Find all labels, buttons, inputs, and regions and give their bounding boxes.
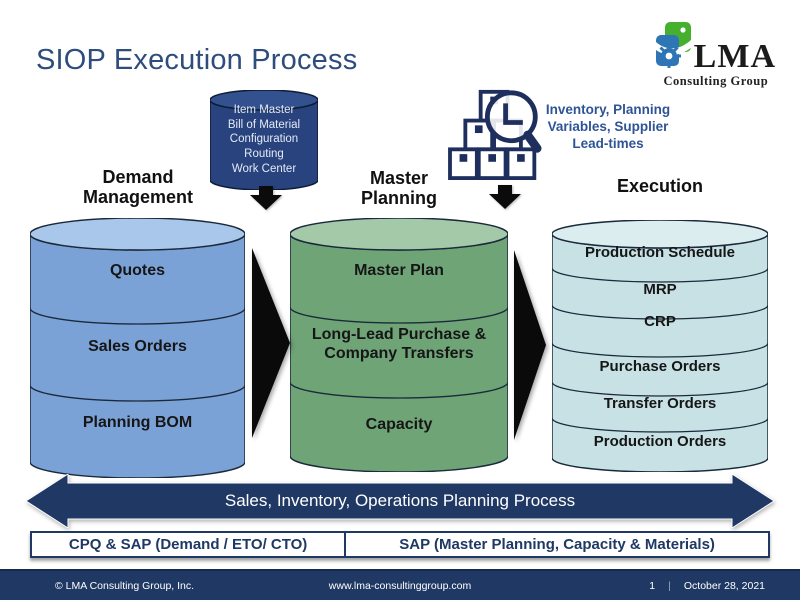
process-arrow-banner: Sales, Inventory, Operations Planning Pr… <box>25 473 775 529</box>
lma-subtitle: Consulting Group <box>663 74 769 88</box>
cylinder-section-label: Purchase Orders <box>599 358 721 375</box>
cylinder-section-label: Sales Orders <box>88 338 187 355</box>
cylinder-execution: Production Schedule MRP CRP Purchase Ord… <box>552 220 768 472</box>
footer-url: www.lma-consultinggroup.com <box>328 579 472 592</box>
lma-logo-icon <box>655 22 692 73</box>
cylinder-section-label: Production Schedule <box>584 244 735 261</box>
lma-logo: LMA Consulting Group <box>655 22 776 89</box>
item-master-cylinder: Item Master Bill of Material Configurati… <box>209 89 319 191</box>
footer-copyright: © LMA Consulting Group, Inc. <box>55 579 195 592</box>
cylinder-section-label: Quotes <box>109 262 166 279</box>
cylinder-section-label: Master Plan <box>354 262 444 279</box>
down-arrow-inventory <box>489 185 521 209</box>
footer-date: October 28, 2021 <box>683 579 765 592</box>
flow-arrow-master-to-execution <box>514 250 546 440</box>
page-title: SIOP Execution Process <box>36 44 358 76</box>
system-boxes-row: CPQ & SAP (Demand / ETO/ CTO) SAP (Maste… <box>30 531 770 558</box>
process-arrow-label: Sales, Inventory, Operations Planning Pr… <box>224 491 576 510</box>
item-master-line: Bill of Material <box>227 118 301 131</box>
column-header-demand-management: Demand Management <box>82 167 194 208</box>
column-header-execution: Execution <box>616 176 704 196</box>
footer-separator: | <box>668 579 671 592</box>
cylinder-section-label: Production Orders <box>593 433 727 450</box>
flow-arrow-demand-to-master <box>252 248 290 438</box>
item-master-line: Configuration <box>229 133 299 146</box>
column-header-master-planning: Master Planning <box>361 168 437 209</box>
lma-wordmark: LMA <box>693 37 776 75</box>
cylinder-master-planning: Master Plan Long-Lead Purchase & Company… <box>290 218 508 472</box>
cylinder-section-label: Transfer Orders <box>603 395 717 412</box>
cylinder-section-label: CRP <box>644 313 676 330</box>
down-arrow-item-master <box>250 186 282 210</box>
footer-bar: © LMA Consulting Group, Inc. www.lma-con… <box>0 569 800 600</box>
inventory-note: Inventory, Planning Variables, Supplier … <box>545 102 671 151</box>
inventory-magnifier-boxes-icon <box>448 88 544 180</box>
footer-page-number: 1 <box>649 579 656 592</box>
cylinder-section-label: Long-Lead Purchase & Company Transfers <box>311 326 487 362</box>
cylinder-section-label: Planning BOM <box>82 414 193 431</box>
cylinder-demand-management: Quotes Sales Orders Planning BOM <box>30 218 245 478</box>
system-box-cpq-sap: CPQ & SAP (Demand / ETO/ CTO) <box>30 531 346 558</box>
cylinder-section-label: Capacity <box>365 416 433 433</box>
item-master-line: Work Center <box>231 162 297 175</box>
cylinder-section-label: MRP <box>643 281 677 298</box>
system-box-sap: SAP (Master Planning, Capacity & Materia… <box>345 531 770 558</box>
item-master-line: Routing <box>244 148 284 161</box>
item-master-line: Item Master <box>233 104 295 116</box>
